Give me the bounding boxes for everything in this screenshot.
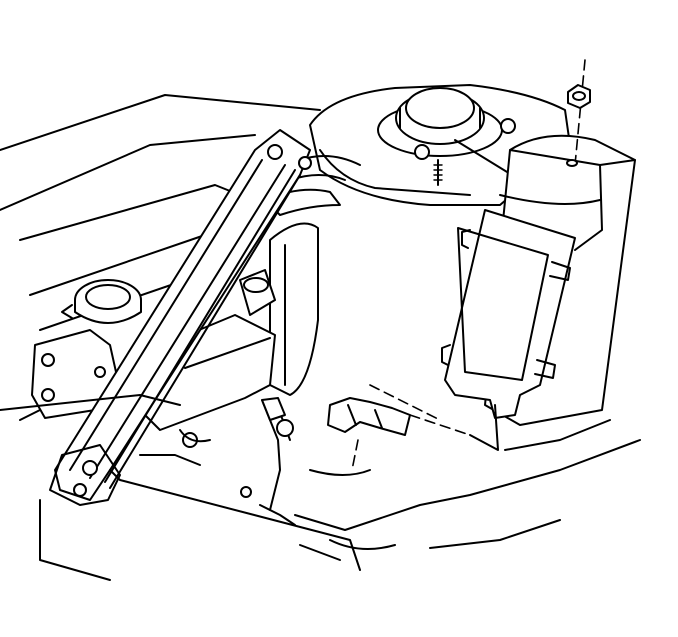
lower-body	[0, 394, 641, 581]
ground-strap	[240, 397, 296, 526]
mounting-clip	[327, 384, 499, 471]
brace-bar	[49, 129, 312, 506]
strut-tower	[309, 84, 571, 206]
fastener-nut	[566, 59, 591, 167]
fender-bracket	[31, 329, 121, 419]
module-cover	[441, 134, 636, 426]
reservoir-cap	[61, 279, 142, 324]
